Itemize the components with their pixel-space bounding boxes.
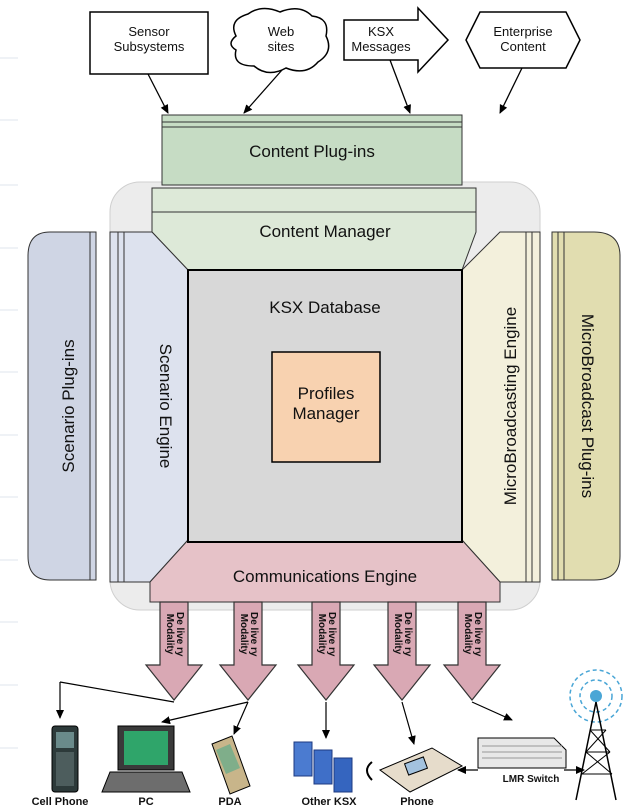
background-guides [0,57,18,749]
cell-phone-label: Cell Phone [31,796,89,808]
sensor-label: Sensor Subsystems [113,24,185,54]
scenario-engine-label: Scenario Engine [156,343,175,469]
content-manager-label: Content Manager [259,222,391,241]
lmr-switch-icon [477,737,567,769]
web-label: Web sites [267,24,295,54]
content-plugins-label: Content Plug-ins [249,142,375,161]
profiles-manager-box [271,351,381,463]
delivery-label-3: De live ry Modality [316,612,337,657]
database-label: KSX Database [269,298,381,317]
scenario-plugins-box [27,231,97,581]
delivery-label-4: De live ry Modality [392,612,413,657]
microbroadcast-plugins-label: MicroBroadcast Plug-ins [578,313,597,499]
pda-icon [211,735,251,795]
ksx-messages-label: KSX Messages [351,24,411,54]
phone-icon [366,747,464,793]
pc-icon [101,725,191,793]
scenario-engine-box [109,231,189,583]
delivery-arrows [144,601,502,701]
delivery-label-1: De live ry Modality [164,612,185,657]
microbroadcast-plugins-box [551,231,621,581]
phone-label: Phone [400,796,434,808]
scenario-plugins-label: Scenario Plug-ins [59,339,78,473]
delivery-label-5: De live ry Modality [462,612,483,657]
other-ksx-icon [293,741,353,793]
profiles-manager-label: Profiles Manager [292,384,360,423]
other-ksx-label: Other KSX [301,796,357,808]
communications-engine-label: Communications Engine [232,567,418,586]
microbroadcasting-engine-label: MicroBroadcasting Engine [501,306,520,506]
pc-label: PC [138,796,154,808]
enterprise-label: Enterprise Content [493,24,553,54]
radio-tower-icon [569,669,623,801]
sensor-source-box [89,11,209,75]
pda-label: PDA [218,796,242,808]
lmr-switch-label: LMR Switch [502,774,560,785]
web-source-cloud [230,7,330,74]
enterprise-source-box [465,11,581,69]
ksx-messages-arrow [343,6,450,74]
delivery-label-2: De live ry Modality [238,612,259,657]
cell-phone-icon [51,725,79,793]
